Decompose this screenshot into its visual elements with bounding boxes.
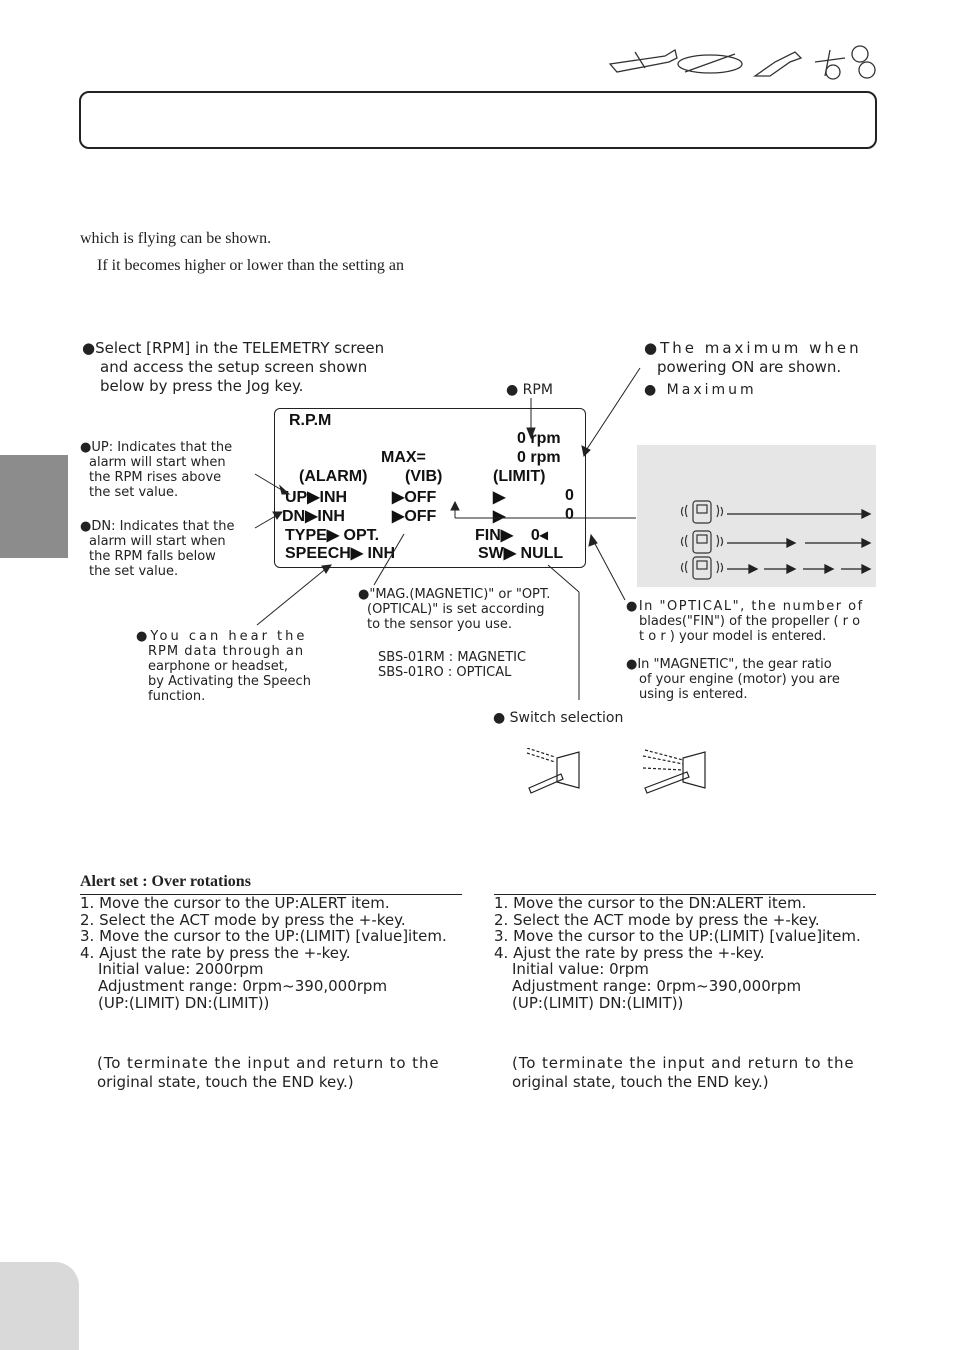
magnetic-note: ●In "MAGNETIC", the gear ratio of your e… [626,657,840,702]
alarm-header: (ALARM) [299,468,368,485]
section-side-tab [0,455,68,558]
mag-opt-note: ●"MAG.(MAGNETIC)" or "OPT. (OPTICAL)" is… [358,587,551,632]
vib-header: (VIB) [405,468,443,485]
up-alarm-value[interactable]: INH [319,489,348,506]
max-label: MAX= [381,449,426,466]
dn-row-label: DN▶INH [282,508,345,525]
rpm-note: ● RPM [506,382,553,398]
alert-over-heading: Alert set : Over rotations [80,873,251,890]
screen-title: R.P.M [289,412,332,429]
intro-line-1: which is flying can be shown. [80,230,272,247]
vibration-pattern-icon [680,500,872,580]
vibration-pattern-panel [637,445,876,587]
up-row-label: UP▶INH [285,489,348,506]
title-box [79,91,877,149]
select-rpm-note: ●Select [RPM] in the TELEMETRY screen an… [82,339,385,395]
up-limit-value[interactable]: 0 [565,487,574,504]
sw-row[interactable]: SW▶ NULL [478,545,564,562]
left-steps: 1. Move the cursor to the UP:ALERT item.… [80,894,447,1012]
max-note: ●The maximum when powering ON are shown. [644,339,862,376]
page-number-tab [0,1262,79,1350]
up-vib[interactable]: ▶OFF [392,489,437,506]
switch-selection-note: ● Switch selection [493,710,624,726]
rpm-value: 0 rpm [517,430,561,447]
maximum-note: ● Maximum [644,382,757,398]
aircraft-logo-icon [608,45,876,80]
left-end-note: (To terminate the input and return to th… [97,1054,440,1091]
left-heading-rule [80,894,462,895]
fin-row[interactable]: FIN▶ 0◂ [475,527,548,544]
intro-line-2: If it becomes higher or lower than the s… [97,257,405,274]
sensor-list: SBS-01RM : MAGNETIC SBS-01RO : OPTICAL [378,650,527,680]
switch-position-icon [526,748,706,794]
up-limit-arrow: ▶ [493,489,506,506]
speech-note: ●You can hear the RPM data through an ea… [136,629,311,704]
speech-row[interactable]: SPEECH▶ INH [285,545,396,562]
limit-header: (LIMIT) [493,468,546,485]
right-heading-rule [494,894,876,895]
dn-limit-arrow: ▶ [493,508,506,525]
dn-alarm-value[interactable]: INH [317,508,345,525]
right-end-note: (To terminate the input and return to th… [512,1054,855,1091]
max-value: 0 rpm [517,449,561,466]
optical-note: ●In "OPTICAL", the number of blades("FIN… [626,599,864,644]
right-steps: 1. Move the cursor to the DN:ALERT item.… [494,894,861,1012]
dn-vib[interactable]: ▶OFF [392,508,437,525]
type-row[interactable]: TYPE▶ OPT. [285,527,380,544]
dn-limit-value[interactable]: 0 [565,506,574,523]
rpm-setup-screen: R.P.M 0 rpm MAX= 0 rpm (ALARM) (VIB) (LI… [274,408,586,568]
dn-note: ●DN: Indicates that the alarm will start… [80,519,235,579]
up-note: ●UP: Indicates that the alarm will start… [80,440,233,500]
